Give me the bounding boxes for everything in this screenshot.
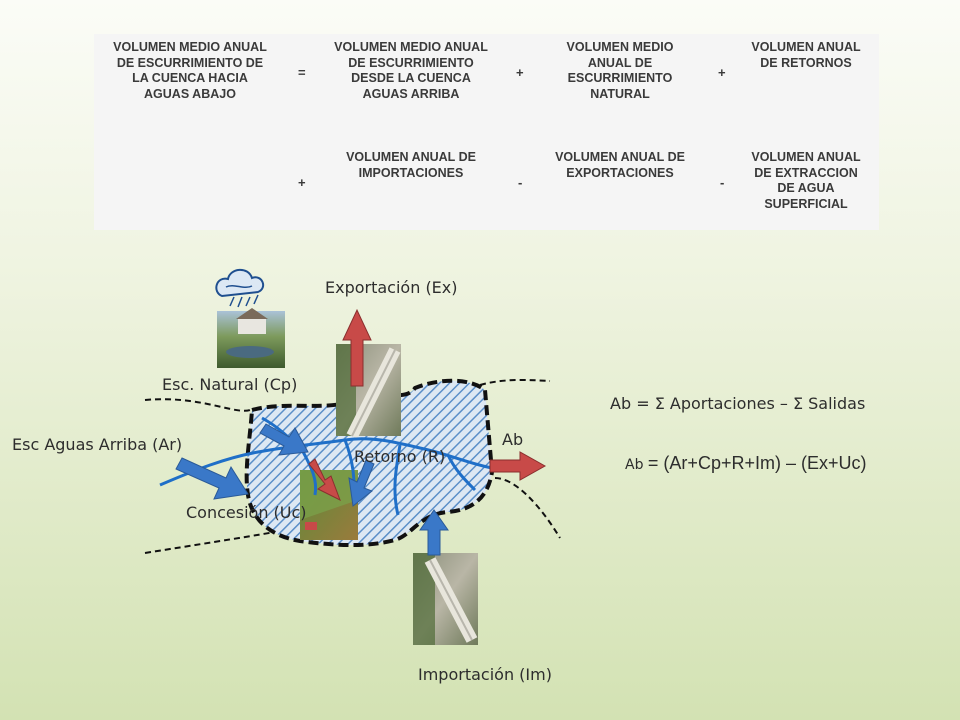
arrow-esc-aguas-arriba	[175, 457, 249, 500]
arrow-retorno	[348, 459, 375, 507]
formula-expanded-lhs: Ab	[625, 457, 648, 473]
rain-cloud-icon	[215, 268, 265, 308]
term-returns: VOLUMEN ANUAL DE RETORNOS	[751, 40, 861, 70]
watershed-boundary-upper-right	[479, 378, 551, 386]
term-natural-runoff: VOLUMEN MEDIO ANUAL DE ESCURRIMIENTO NAT…	[566, 40, 674, 101]
label-importacion: Importación (Im)	[418, 665, 552, 684]
label-esc-natural: Esc. Natural (Cp)	[162, 375, 298, 394]
term-imports: VOLUMEN ANUAL DE IMPORTACIONES	[346, 150, 476, 180]
natural-landscape-photo	[217, 308, 285, 368]
formula-aportaciones: Aportaciones –	[664, 394, 793, 413]
operator-plus-3: +	[298, 175, 306, 190]
label-retorno: Retorno (R)	[354, 447, 446, 466]
watershed-boundary-lower-right	[494, 477, 561, 539]
formula-balance: Ab = Σ Aportaciones – Σ Salidas	[610, 394, 865, 413]
formula-expanded-rhs: = (Ar+Cp+R+Im) – (Ex+Uc)	[647, 453, 867, 473]
formula-expanded: Ab = (Ar+Cp+R+Im) – (Ex+Uc)	[625, 453, 866, 474]
term-downstream-runoff: VOLUMEN MEDIO ANUAL DE ESCURRIMIENTO DE …	[113, 40, 267, 101]
operator-plus-1: +	[516, 65, 524, 80]
arrow-concesion	[308, 458, 341, 502]
export-pipeline-photo	[336, 344, 401, 439]
term-surface-extraction: VOLUMEN ANUAL DE EXTRACCION DE AGUA SUPE…	[751, 150, 861, 211]
operator-plus-2: +	[718, 65, 726, 80]
sigma-symbol-1: Σ	[654, 394, 665, 413]
watershed-boundary-upper	[144, 398, 251, 412]
label-concesion: Concesión (Uc)	[186, 503, 307, 522]
formula-salidas: Salidas	[803, 394, 866, 413]
operator-minus-1: -	[518, 175, 523, 190]
arrow-esc-natural	[259, 423, 309, 456]
arrow-importacion	[419, 509, 449, 556]
equation-table: VOLUMEN MEDIO ANUAL DE ESCURRIMIENTO DE …	[94, 34, 879, 230]
arrow-ab	[489, 451, 547, 481]
label-exportacion: Exportación (Ex)	[325, 278, 458, 297]
term-exports: VOLUMEN ANUAL DE EXPORTACIONES	[555, 150, 685, 180]
sigma-symbol-2: Σ	[792, 394, 804, 413]
operator-minus-2: -	[720, 175, 725, 190]
label-ab: Ab	[502, 430, 524, 449]
formula-balance-lhs: Ab =	[610, 394, 655, 413]
operator-equals: =	[298, 65, 306, 80]
watershed-boundary-lower	[144, 531, 276, 554]
import-pipeline-photo	[413, 553, 478, 645]
arrow-exportacion	[342, 308, 372, 387]
label-esc-aguas-arriba: Esc Aguas Arriba (Ar)	[12, 435, 183, 454]
term-upstream-runoff: VOLUMEN MEDIO ANUAL DE ESCURRIMIENTO DES…	[334, 40, 488, 101]
